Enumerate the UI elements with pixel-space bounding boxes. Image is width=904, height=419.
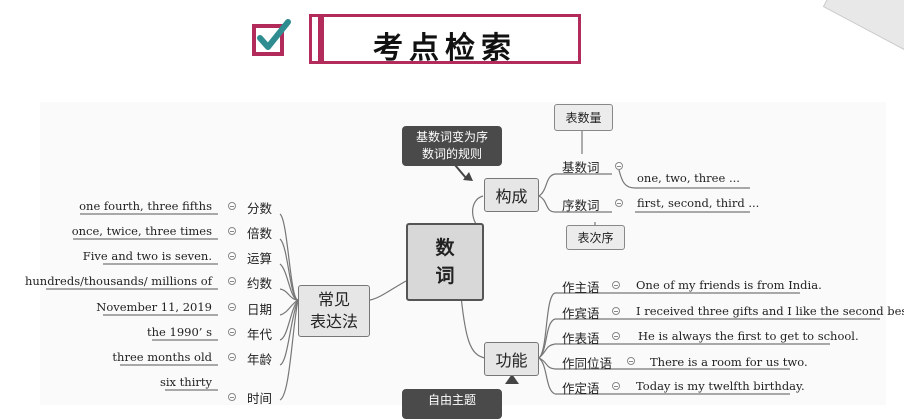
usage-label-multiple: 倍数 [247, 226, 273, 241]
central-node-numerals: 数 词 [406, 223, 484, 301]
collapse-icon[interactable] [612, 307, 620, 315]
collapse-icon[interactable] [612, 281, 620, 289]
usage-label-arithmetic: 运算 [247, 251, 273, 266]
usage-example-fraction: one fourth, three fifths [79, 199, 212, 213]
usage-label-date: 日期 [247, 302, 273, 317]
composition-example-cardinal: one, two, three ... [637, 171, 740, 185]
function-example-predicative: He is always the first to get to school. [638, 329, 859, 343]
usage-label-time: 时间 [247, 391, 273, 406]
collapse-icon[interactable] [627, 357, 635, 365]
title-stripe [318, 17, 324, 61]
function-example-appositive: There is a room for us two. [650, 355, 808, 369]
collapse-icon[interactable] [228, 328, 236, 336]
composition-label-cardinal: 基数词 [562, 160, 600, 175]
usage-example-approx: hundreds/thousands/ millions of [24, 274, 212, 288]
usage-label-age: 年龄 [247, 352, 273, 367]
branch-usage: 常见 表达法 [298, 285, 370, 337]
collapse-icon[interactable] [228, 252, 236, 260]
collapse-icon[interactable] [612, 332, 620, 340]
usage-example-decade: the 1990’ s [147, 325, 212, 339]
composition-label-ordinal: 序数词 [562, 198, 600, 213]
function-label-predicative: 作表语 [562, 331, 600, 346]
function-example-attributive: Today is my twelfth birthday. [636, 379, 805, 393]
collapse-icon[interactable] [615, 162, 623, 170]
function-label-object: 作宾语 [562, 306, 600, 321]
connector-lines [46, 131, 880, 401]
function-example-object: I received three gifts and I like the se… [636, 304, 904, 318]
tag-ordinal: 表次序 [566, 225, 625, 250]
collapse-icon[interactable] [228, 277, 236, 285]
function-label-subject: 作主语 [562, 280, 600, 295]
usage-example-time: six thirty [159, 375, 212, 389]
usage-example-multiple: once, twice, three times [71, 224, 212, 238]
checkbox-icon [252, 19, 291, 56]
title-box: 考点检索 [309, 14, 581, 66]
usage-label-decade: 年代 [247, 327, 273, 342]
collapse-icon[interactable] [615, 199, 623, 207]
composition-example-ordinal: first, second, third ... [637, 196, 760, 210]
collapse-icon[interactable] [612, 382, 620, 390]
usage-example-arithmetic: Five and two is seven. [82, 249, 212, 263]
page-title: 考点检索 [373, 31, 517, 66]
collapse-icon[interactable] [228, 227, 236, 235]
collapse-icon[interactable] [228, 202, 236, 210]
usage-example-date: November 11, 2019 [96, 300, 212, 314]
function-label-appositive: 作同位语 [562, 356, 613, 371]
usage-example-age: three months old [112, 350, 212, 364]
callout-free-topic: 自由主题 [402, 389, 502, 419]
callout-ordinal-rules: 基数词变为序 数词的规则 [402, 126, 502, 166]
branch-composition: 构成 [484, 178, 539, 212]
function-example-subject: One of my friends is from India. [636, 278, 822, 292]
tag-cardinal: 表数量 [554, 104, 613, 131]
branch-function: 功能 [484, 342, 539, 376]
usage-label-fraction: 分数 [247, 201, 273, 216]
collapse-icon[interactable] [228, 303, 236, 311]
function-label-attributive: 作定语 [562, 381, 600, 396]
usage-label-approx: 约数 [247, 276, 273, 291]
collapse-icon[interactable] [228, 393, 236, 401]
collapse-icon[interactable] [228, 353, 236, 361]
